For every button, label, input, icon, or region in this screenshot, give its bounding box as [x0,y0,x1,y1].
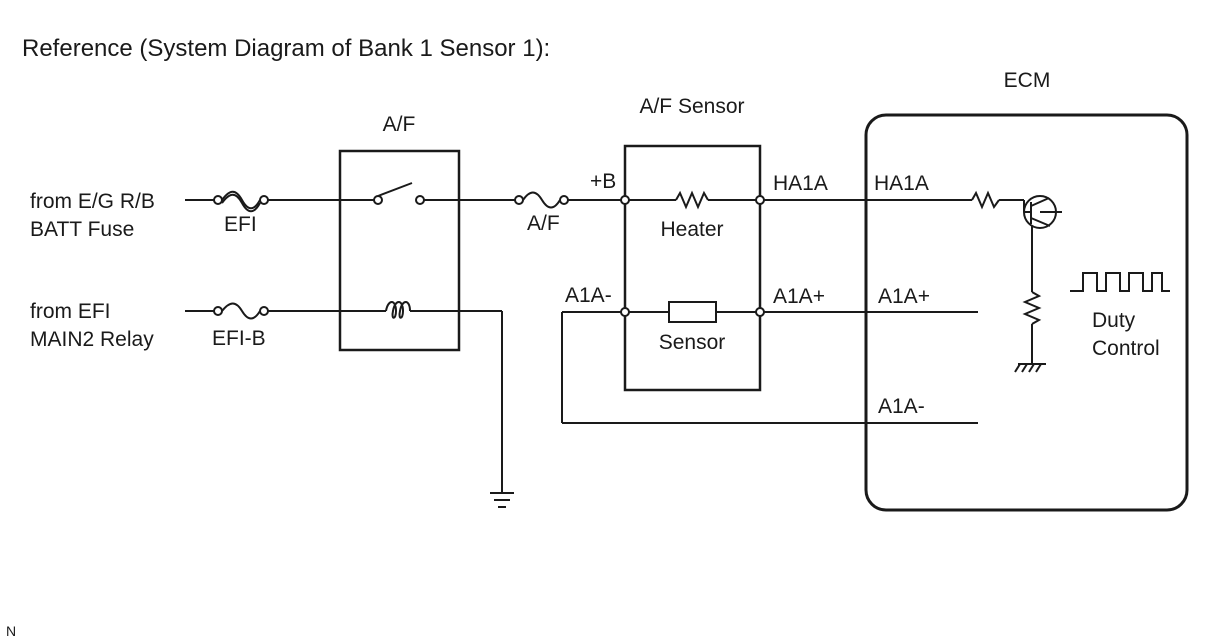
efi-b-fuse-label: EFI-B [212,327,266,350]
ecm-box [864,113,1189,512]
duty-control-label-1: Duty [1092,309,1136,332]
transistor-icon [1023,195,1062,229]
efi-fuse-label: EFI [224,213,257,236]
sensor-plus-b-label: +B [590,170,616,193]
duty-control-label-2: Control [1092,337,1160,360]
sensor-pin-ha1a-label: HA1A [773,172,828,195]
ecm-ha1a-resistor-icon [971,190,1024,210]
duty-pulse-waveform-icon [1070,272,1170,292]
efi-main2-supply-line [185,301,514,508]
sensor-element-icon [629,301,756,323]
heater-resistor-icon [629,190,756,210]
heater-label: Heater [660,218,723,241]
sensor-pin-a1a-minus-label: A1A- [565,284,612,307]
sensor-ha1a-terminal [755,195,765,205]
a1a-minus-wire [561,311,978,424]
ecm-pin-a1a-plus-label: A1A+ [878,285,930,308]
efi-fuse-icon [213,190,269,213]
efi-main2-source-label-2: MAIN2 Relay [30,328,154,351]
relay-switch-icon [373,182,425,205]
corner-mark: N [6,623,16,639]
efi-main2-source-label-1: from EFI [30,300,111,323]
af-relay-label: A/F [383,113,416,136]
af-sensor-box [623,144,762,392]
batt-source-label-1: from E/G R/B [30,190,155,213]
ground-icon [490,492,514,508]
sensor-element-label: Sensor [659,331,726,354]
diagram-title: Reference (System Diagram of Bank 1 Sens… [22,35,550,62]
ecm-pin-ha1a-label: HA1A [874,172,929,195]
chassis-ground-icon [1014,363,1046,373]
af-fuse-icon [514,191,569,209]
efi-b-fuse-icon [213,302,269,320]
ecm-title: ECM [1004,69,1051,92]
sensor-a1a-plus-terminal [755,307,765,317]
sensor-pin-a1a-plus-label: A1A+ [773,285,825,308]
sensor-plus-b-terminal [620,195,630,205]
af-fuse-label: A/F [527,212,560,235]
batt-source-label-2: BATT Fuse [30,218,134,241]
ecm-pulldown-resistor-icon [1022,226,1042,364]
relay-coil-icon [385,301,411,319]
batt-supply-line [185,182,621,213]
ecm-pin-a1a-minus-label: A1A- [878,395,925,418]
af-relay-box [338,149,461,352]
af-sensor-title: A/F Sensor [639,95,744,118]
sensor-a1a-minus-terminal [620,307,630,317]
